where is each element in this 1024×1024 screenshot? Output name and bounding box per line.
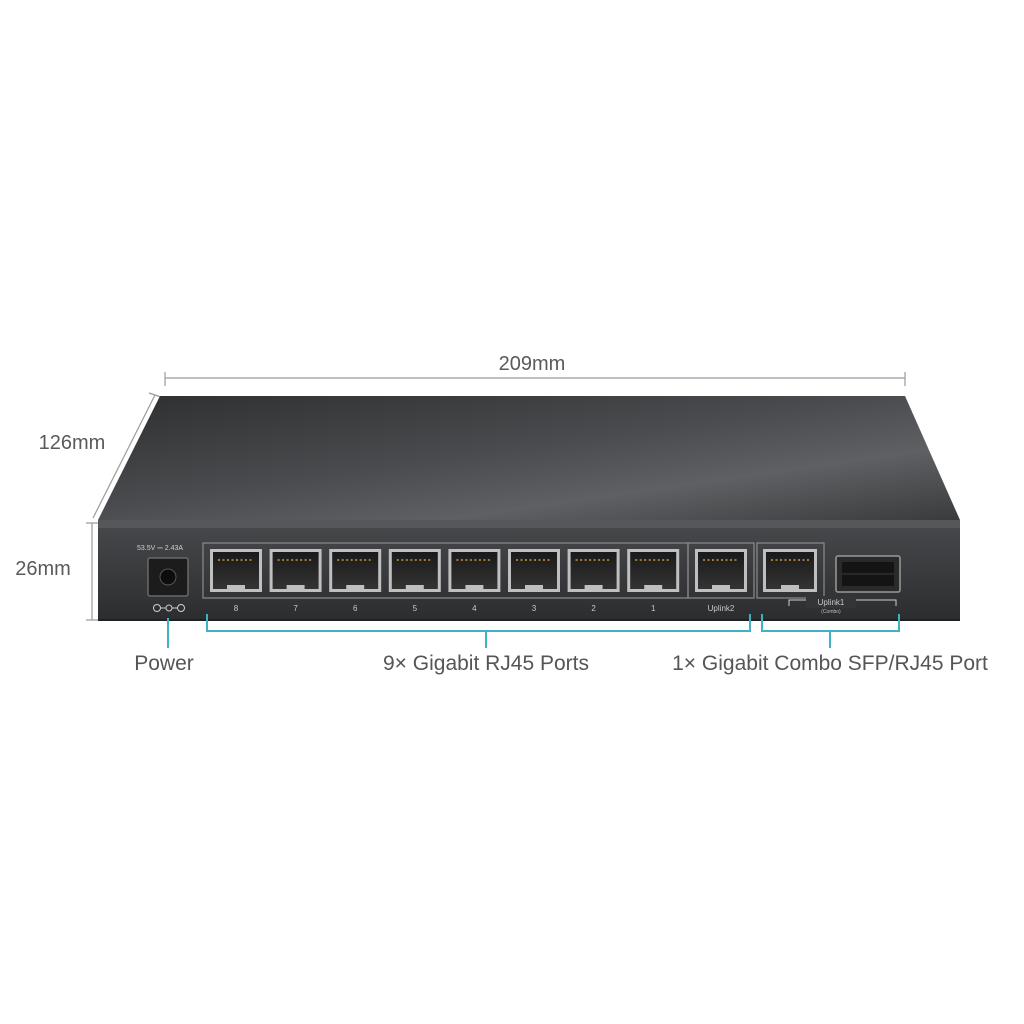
uplink1-label: Uplink1	[818, 598, 845, 607]
uplink2-label: Uplink2	[708, 604, 735, 613]
polarity-icon	[153, 604, 185, 612]
height-label: 26mm	[15, 558, 71, 580]
width-dimension: 209mm	[164, 353, 906, 386]
port-number-label: 6	[353, 604, 358, 613]
port-number-label: 4	[472, 604, 477, 613]
port-number-label: 7	[293, 604, 298, 613]
rj45-port-1: 1	[627, 549, 680, 613]
rj45-port-icon	[695, 549, 747, 592]
combo-callout: 1× Gigabit Combo SFP/RJ45 Port	[672, 614, 988, 675]
rj45-port-icon	[763, 549, 817, 592]
depth-dimension: 126mm	[39, 392, 162, 519]
port-number-label: 2	[591, 604, 596, 613]
power-rating: 53.5V ⎓ 2.43A	[137, 545, 183, 552]
rj45-port-7: 7	[269, 549, 322, 613]
port-number-label: 8	[234, 604, 239, 613]
rj45-port-group: 8 7 6 5 4 3 2 1	[202, 542, 689, 613]
uplink2-port: Uplink2	[687, 542, 755, 613]
width-label: 209mm	[499, 353, 566, 375]
rj45-callout-label: 9× Gigabit RJ45 Ports	[383, 652, 589, 675]
port-number-label: 5	[413, 604, 418, 613]
combo-callout-label: 1× Gigabit Combo SFP/RJ45 Port	[672, 652, 988, 675]
rj45-port-8: 8	[210, 549, 262, 613]
power-callout-label: Power	[134, 652, 194, 675]
port-number-label: 3	[532, 604, 537, 613]
sfp-port-icon	[835, 555, 901, 593]
chassis-edge	[98, 520, 960, 528]
depth-label: 126mm	[39, 432, 106, 454]
uplink1-sub-label: (Combo)	[821, 609, 841, 615]
rj45-port-6: 6	[329, 549, 382, 613]
rj45-port-5: 5	[388, 549, 441, 613]
rj45-port-4: 4	[448, 549, 501, 613]
power-callout: Power	[134, 618, 194, 675]
rj45-port-2: 2	[567, 549, 620, 613]
rj45-callout: 9× Gigabit RJ45 Ports	[206, 614, 751, 675]
height-dimension: 26mm	[15, 522, 100, 621]
rj45-port-3: 3	[508, 549, 560, 613]
uplink1-combo: Uplink1 (Combo)	[756, 542, 901, 615]
chassis-top	[98, 396, 960, 520]
port-number-label: 1	[651, 604, 656, 613]
power-section: 53.5V ⎓ 2.43A	[137, 545, 189, 612]
